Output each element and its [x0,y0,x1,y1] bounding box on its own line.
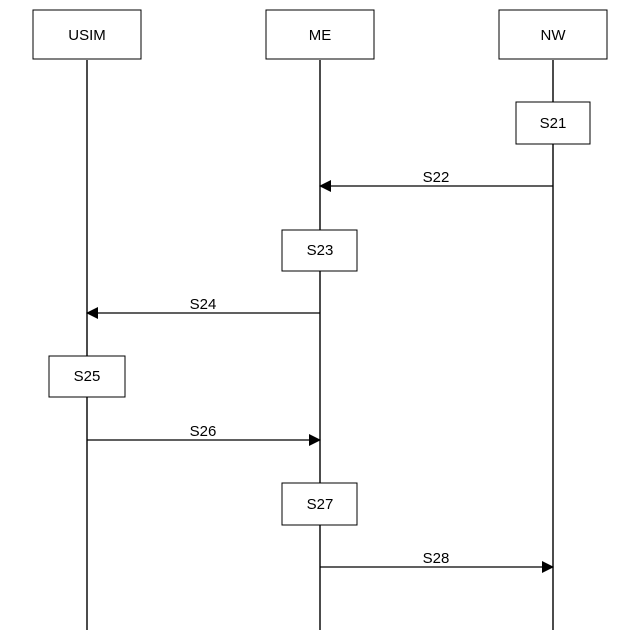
process-s21: S21 [516,102,590,144]
message-s22: S22 [320,169,553,186]
message-s26-label: S26 [190,423,217,440]
participant-nw: NW [499,10,607,59]
message-s26: S26 [87,423,320,440]
participant-nw-label: NW [541,27,567,44]
participant-me: ME [266,10,374,59]
participant-usim: USIM [33,10,141,59]
process-s27-label: S27 [307,496,334,513]
process-s25: S25 [49,356,125,397]
process-s25-label: S25 [74,368,101,385]
process-s23-label: S23 [307,242,334,259]
process-s21-label: S21 [540,115,567,132]
message-s24-label: S24 [190,296,217,313]
message-s28-label: S28 [423,550,450,567]
message-s24: S24 [87,296,320,313]
process-s23: S23 [282,230,357,271]
participant-me-label: ME [309,27,332,44]
process-s27: S27 [282,483,357,525]
message-s22-label: S22 [423,169,450,186]
participant-usim-label: USIM [68,27,106,44]
message-s28: S28 [320,550,553,567]
